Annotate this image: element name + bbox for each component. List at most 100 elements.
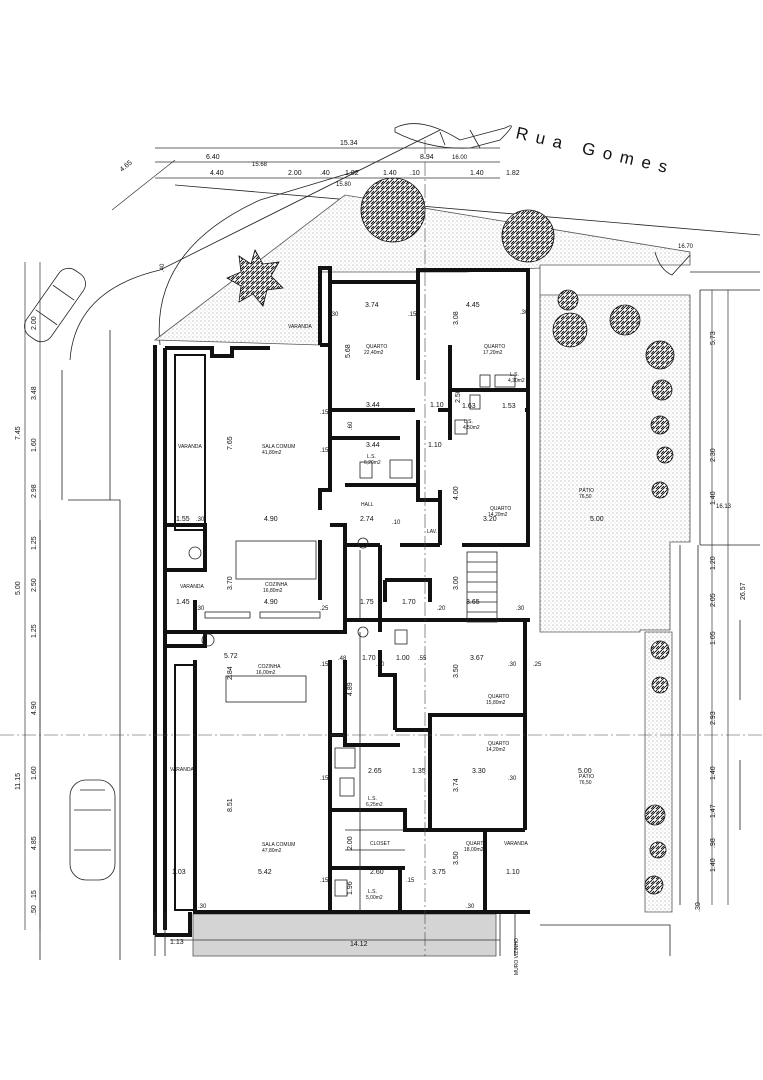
neighbor-strip	[192, 913, 497, 957]
level-4: 16.70	[678, 244, 694, 250]
mark-30-b: .30	[520, 310, 529, 316]
stair-marker-1	[357, 537, 369, 549]
dim-left-348: 3.48	[31, 386, 38, 400]
garden-area	[153, 194, 691, 633]
room-quarto-5-name: QUARTO	[488, 741, 509, 747]
garden-strip-right	[644, 631, 673, 913]
dim-left-250: 2.50	[31, 578, 38, 592]
dim-top-g: 1.40	[383, 170, 397, 177]
room-patio-2-area: 76,50	[579, 780, 592, 786]
dim-274: 2.74	[360, 516, 374, 523]
dim-500a: 5.00	[590, 516, 604, 523]
mark-30-i: .30	[466, 904, 475, 910]
tree-16	[644, 875, 664, 895]
mark-25-a: .25	[320, 606, 329, 612]
dim-145: 1.45	[176, 599, 190, 606]
mark-15-c: .15	[320, 448, 329, 454]
level-2: 16.00	[452, 155, 468, 161]
tree-10	[656, 446, 674, 464]
dim-top-f: 1.82	[345, 170, 359, 177]
room-cozinha-1-name: COZINHA	[265, 582, 288, 588]
dim-489: 4.89	[347, 682, 354, 696]
room-quarto-5-area: 14,20m2	[486, 747, 506, 753]
room-patio-2-name: PÁTIO	[579, 773, 594, 780]
mark-15-e: .15	[320, 776, 329, 782]
dim-right-573: 5.73	[710, 331, 717, 345]
room-quarto-6-name: QUARTO	[466, 841, 487, 847]
stair-marker-2	[357, 626, 369, 638]
dim-500b: 5.00	[578, 768, 592, 775]
room-ls-2-area: 4,50m2	[463, 425, 480, 431]
room-ls-2-name: L.S.	[464, 419, 473, 425]
room-ls-4-name: L.S.	[368, 796, 377, 802]
dim-110c: 1.10	[506, 869, 520, 876]
room-quarto-2-name: QUARTO	[484, 344, 505, 350]
tree-1	[360, 177, 426, 243]
room-ls-1-name: L.S.	[510, 372, 519, 378]
dim-350a: 3.50	[453, 664, 460, 678]
dim-left-485: 4.85	[31, 836, 38, 850]
mark-30-f: .30	[508, 662, 517, 668]
dim-265: 2.65	[368, 768, 382, 775]
tree-7	[645, 340, 675, 370]
tree-14	[644, 804, 666, 826]
mark-30-e: .30	[516, 606, 525, 612]
dim-851: 8.51	[227, 798, 234, 812]
dim-490b: 4.90	[264, 599, 278, 606]
dim-left-160b: 1.60	[31, 766, 38, 780]
fixtures	[154, 251, 760, 956]
dim-right-105: 1.05	[710, 631, 717, 645]
dim-765: 7.65	[227, 436, 234, 450]
dim-113: 1.13	[170, 939, 184, 946]
mark-15-a: .15	[408, 312, 417, 318]
dim-top-b: 8.94	[420, 154, 434, 161]
room-sala-1-name: SALA COMUM	[262, 444, 295, 450]
dim-320: 3.20	[483, 516, 497, 523]
room-closet: CLOSET	[370, 841, 390, 847]
dim-445: 4.45	[466, 302, 480, 309]
dim-right-30: .30	[695, 902, 702, 912]
dim-110a: 1.10	[430, 402, 444, 409]
room-ls-1-area: 4,30m2	[508, 378, 525, 384]
dim-250a: 2.50	[455, 389, 462, 403]
dim-top-k: 4.65	[119, 159, 134, 173]
room-lav: LAV.	[427, 529, 437, 535]
dim-left-500: 5.00	[15, 581, 22, 595]
room-sala-2-name: SALA COMUM	[262, 842, 295, 848]
dim-400: 4.00	[453, 486, 460, 500]
mark-15-f: .15	[320, 878, 329, 884]
mark-25-b: .25	[533, 662, 542, 668]
dim-right-140a: 1.40	[710, 491, 717, 505]
room-patio-1-name: PÁTIO	[579, 487, 594, 494]
dim-572: 5.72	[224, 653, 238, 660]
room-quarto-4-area: 15,80m2	[486, 700, 506, 706]
mark-30-a: .30	[330, 312, 339, 318]
mark-15-g: .15	[406, 878, 415, 884]
dim-right-230: 2.30	[710, 448, 717, 462]
dim-100: 1.00	[396, 655, 410, 662]
dim-155: 1.55	[176, 516, 190, 523]
room-quarto-2-area: 17,20m2	[483, 350, 503, 356]
room-quarto-4-name: QUARTO	[488, 694, 509, 700]
room-quarto-1-area: 22,40m2	[364, 350, 384, 356]
dim-135: 1.35	[412, 768, 426, 775]
dim-344a: 3.44	[366, 402, 380, 409]
dim-153: 1.53	[502, 403, 516, 410]
dim-350b: 3.50	[453, 851, 460, 865]
dim-right-293: 2.93	[710, 711, 717, 725]
level-1: 15.68	[252, 162, 268, 168]
dim-top-e: .40	[320, 170, 330, 177]
dim-103: 1.03	[172, 869, 186, 876]
level-5: 16.13	[716, 504, 732, 510]
dim-308: 3.08	[453, 311, 460, 325]
dim-374: 3.74	[365, 302, 379, 309]
dim-top-total: 15.34	[340, 140, 358, 147]
mark-10-b: .10	[392, 520, 401, 526]
dim-170a: 1.70	[402, 599, 416, 606]
street-name: Rua Gomes	[514, 123, 677, 178]
dim-left-745: 7.45	[15, 426, 22, 440]
dim-568: 5.68	[345, 344, 352, 358]
tree-3	[226, 248, 284, 307]
mark-15-b: .15	[320, 410, 329, 416]
